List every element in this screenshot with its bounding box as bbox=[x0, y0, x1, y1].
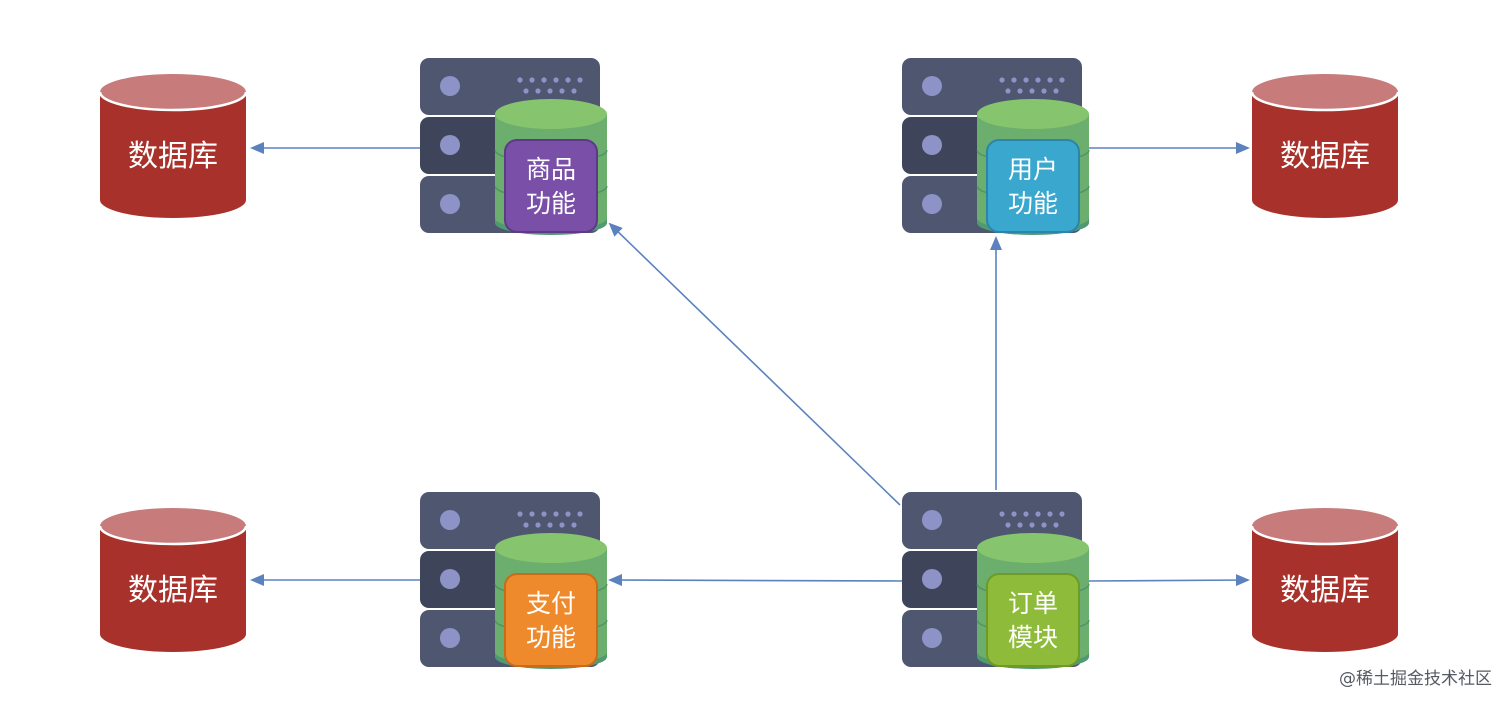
arrow-order-to-db bbox=[1087, 574, 1250, 587]
module-label-line2: 功能 bbox=[526, 189, 576, 218]
module-badge-product bbox=[504, 139, 598, 233]
server-product: 商品 功能 bbox=[419, 57, 608, 236]
database-top-right: 数据库 bbox=[1250, 72, 1400, 220]
module-label-line2: 模块 bbox=[1008, 623, 1058, 652]
database-bottom-left: 数据库 bbox=[98, 506, 248, 654]
module-label-line1: 支付 bbox=[526, 589, 576, 618]
arrows bbox=[250, 142, 1250, 587]
database-label: 数据库 bbox=[1280, 139, 1370, 174]
module-badge-user bbox=[986, 139, 1080, 233]
server-user: 用户 功能 bbox=[901, 57, 1090, 236]
module-label-line1: 订单 bbox=[1008, 589, 1058, 618]
server-order: 订单 模块 bbox=[901, 491, 1090, 670]
database-top-left: 数据库 bbox=[98, 72, 248, 220]
watermark: @稀土掘金技术社区 bbox=[1339, 669, 1492, 689]
module-label-line1: 商品 bbox=[526, 155, 576, 184]
module-badge-payment bbox=[504, 573, 598, 667]
server-payment: 支付 功能 bbox=[419, 491, 608, 670]
arrow-order-to-product bbox=[608, 222, 901, 506]
database-bottom-right: 数据库 bbox=[1250, 506, 1400, 654]
module-badge-order bbox=[986, 573, 1080, 667]
module-label-line2: 功能 bbox=[1008, 189, 1058, 218]
module-label-line2: 功能 bbox=[526, 623, 576, 652]
database-label: 数据库 bbox=[1280, 573, 1370, 608]
database-label: 数据库 bbox=[128, 573, 218, 608]
module-label-line1: 用户 bbox=[1008, 155, 1058, 184]
arrow-order-to-payment bbox=[608, 574, 903, 587]
database-label: 数据库 bbox=[128, 139, 218, 174]
